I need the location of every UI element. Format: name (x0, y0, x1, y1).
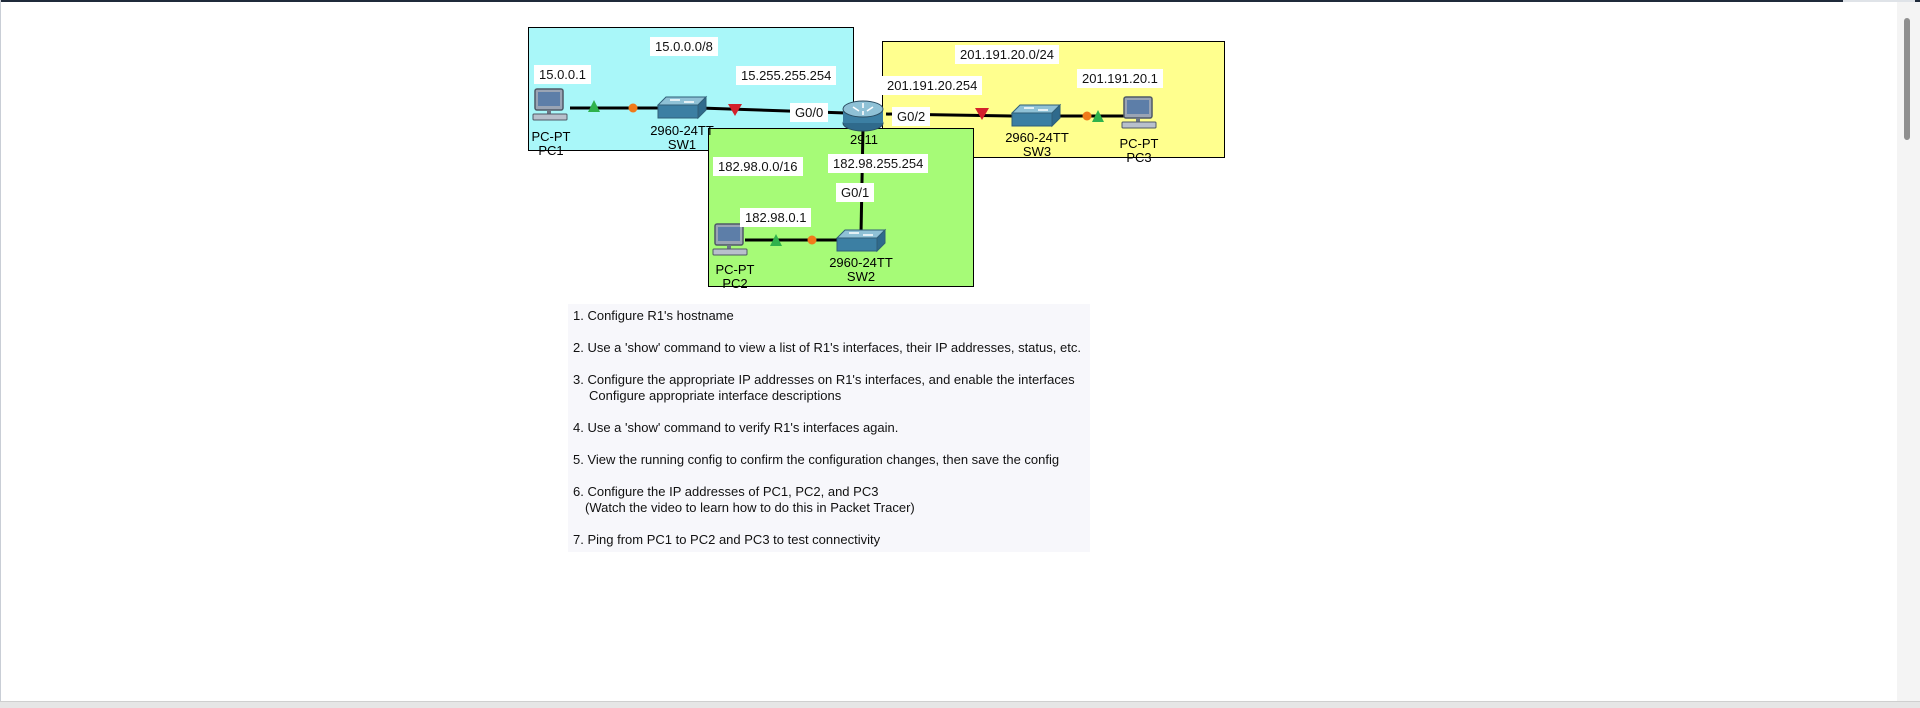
sw3-name: SW3 (1022, 144, 1052, 159)
link-down-icon (728, 104, 742, 116)
sw1-icon[interactable] (656, 95, 708, 120)
pc1-caption: PC-PT PC1 (532, 130, 571, 158)
pc1-name: PC1 (538, 143, 564, 158)
ip-label-r1-g01[interactable]: 182.98.255.254 (828, 154, 929, 173)
sw2-icon[interactable] (835, 228, 887, 253)
sw3-model: 2960-24TT (1005, 130, 1069, 145)
window-top-border (0, 0, 1920, 2)
instruction-step-7: 7. Ping from PC1 to PC2 and PC3 to test … (573, 532, 881, 547)
pc3-icon[interactable] (1121, 96, 1157, 129)
sw1-name: SW1 (667, 137, 697, 152)
sw2-model: 2960-24TT (829, 255, 893, 270)
interface-label-g02[interactable]: G0/2 (892, 107, 931, 126)
sw2-name: SW2 (846, 269, 876, 284)
r1-caption: 2911 (850, 133, 878, 147)
instruction-step-2: 2. Use a 'show' command to view a list o… (573, 340, 1081, 355)
instruction-step-4: 4. Use a 'show' command to verify R1's i… (573, 420, 899, 435)
sw3-caption: 2960-24TT SW3 (1005, 131, 1069, 159)
pc1-model: PC-PT (531, 129, 571, 144)
r1-model: 2911 (850, 132, 878, 147)
interface-label-g01[interactable]: G0/1 (836, 183, 875, 202)
pc2-caption: PC-PT PC2 (716, 263, 755, 291)
ip-label-r1-g02[interactable]: 201.191.20.254 (882, 76, 983, 95)
pc3-model: PC-PT (1119, 136, 1159, 151)
link-down-icon (975, 108, 989, 120)
pc2-name: PC2 (722, 276, 748, 291)
ip-label-pc2[interactable]: 182.98.0.1 (740, 208, 812, 227)
network-label-net2[interactable]: 201.191.20.0/24 (955, 45, 1059, 64)
sw2-caption: 2960-24TT SW2 (829, 256, 893, 284)
vertical-scrollbar[interactable] (1897, 2, 1920, 701)
instruction-step-6-sub: (Watch the video to learn how to do this… (585, 500, 915, 515)
pc2-icon[interactable] (712, 223, 748, 256)
pc1-icon[interactable] (532, 88, 568, 121)
sw3-icon[interactable] (1010, 103, 1062, 128)
pc2-model: PC-PT (715, 262, 755, 277)
network-label-net3[interactable]: 182.98.0.0/16 (713, 157, 803, 176)
link-up-icon (770, 234, 782, 246)
link-blocking-icon (1082, 111, 1092, 121)
instruction-step-1: 1. Configure R1's hostname (573, 308, 734, 323)
ip-label-pc1[interactable]: 15.0.0.1 (534, 65, 591, 84)
ip-label-pc3[interactable]: 201.191.20.1 (1077, 69, 1163, 88)
instruction-step-6: 6. Configure the IP addresses of PC1, PC… (573, 484, 879, 499)
sw1-caption: 2960-24TT SW1 (650, 124, 714, 152)
ip-label-r1-g00[interactable]: 15.255.255.254 (736, 66, 837, 85)
link-blocking-icon (807, 235, 817, 245)
vertical-scrollbar-thumb[interactable] (1904, 18, 1910, 140)
sw1-model: 2960-24TT (650, 123, 714, 138)
instruction-step-5: 5. View the running config to confirm th… (573, 452, 1060, 467)
instruction-step-3-sub: Configure appropriate interface descript… (589, 388, 842, 403)
link-blocking-icon (628, 103, 638, 113)
instructions-note[interactable]: 1. Configure R1's hostname 2. Use a 'sho… (568, 304, 1090, 552)
link-r1-sw2[interactable] (859, 127, 865, 235)
link-up-icon (588, 100, 600, 112)
interface-label-g00[interactable]: G0/0 (790, 103, 829, 122)
window-left-border (0, 0, 1, 707)
link-up-icon (1092, 110, 1104, 122)
network-area-182[interactable] (708, 128, 974, 287)
network-label-net1[interactable]: 15.0.0.0/8 (650, 37, 718, 56)
pc3-name: PC3 (1126, 150, 1152, 165)
instruction-step-3: 3. Configure the appropriate IP addresse… (573, 372, 1075, 387)
horizontal-scrollbar[interactable] (0, 701, 1920, 708)
router-r1-icon[interactable] (842, 100, 884, 132)
pc3-caption: PC-PT PC3 (1120, 137, 1159, 165)
window-tab-edge (1843, 0, 1915, 2)
